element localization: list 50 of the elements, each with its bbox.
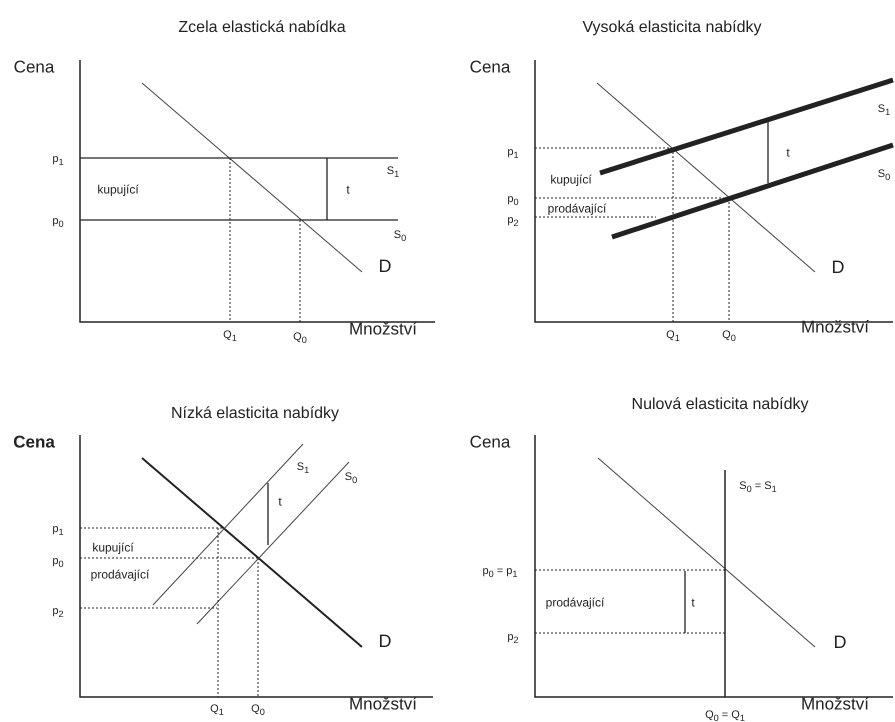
tick-label: p$_{0}$ bbox=[507, 192, 519, 208]
curve-label: D bbox=[832, 258, 844, 278]
tick-label: p$_{0}$ bbox=[52, 214, 64, 230]
curve-label: S$_{0}$ bbox=[878, 168, 890, 182]
curve-label: D bbox=[378, 257, 392, 277]
area-label: prodávající bbox=[548, 202, 606, 216]
axis-label: Množství bbox=[800, 696, 870, 714]
tick-label: p$_{1}$ bbox=[507, 146, 519, 160]
area-label: kupující bbox=[92, 541, 134, 555]
axis-label: Množství bbox=[800, 318, 870, 338]
area-label: kupující bbox=[550, 173, 592, 187]
tax-label: t bbox=[691, 596, 695, 610]
tick-label: p$_{1}$ bbox=[52, 152, 64, 168]
tick-label: Q$_{0}$ bbox=[293, 330, 307, 346]
area-label: prodávající bbox=[546, 596, 604, 610]
axis-label: Množství bbox=[348, 696, 418, 714]
curve-label: D bbox=[378, 632, 392, 652]
curve-label: S$_{0}$ = S$_{1}$ bbox=[739, 480, 777, 494]
chart-title: Zcela elastická nabídka bbox=[178, 19, 346, 37]
chart-title: Nulová elasticita nabídky bbox=[632, 396, 808, 414]
curve-label: D bbox=[834, 633, 846, 653]
tax-label: t bbox=[346, 183, 350, 197]
tick-label: Q$_{0}$ = Q$_{1}$ bbox=[705, 708, 745, 722]
area-label: prodávající bbox=[90, 568, 150, 582]
area-label: kupující bbox=[97, 183, 139, 197]
tick-label: Q$_{0}$ bbox=[251, 702, 265, 718]
tick-label: p$_{0}$ bbox=[52, 554, 64, 570]
tick-label: Q$_{1}$ bbox=[210, 702, 224, 718]
curve-label: S$_{0}$ bbox=[394, 228, 406, 244]
chart-title: Vysoká elasticita nabídky bbox=[582, 19, 762, 37]
axis-label: Cena bbox=[470, 58, 510, 78]
curve-label: S$_{1}$ bbox=[386, 164, 400, 180]
tick-label: Q$_{0}$ bbox=[722, 328, 736, 344]
tick-label: Q$_{1}$ bbox=[666, 328, 680, 344]
tick-label: p$_{2}$ bbox=[507, 214, 519, 228]
curve-label: S$_{1}$ bbox=[878, 102, 890, 118]
axis-label: Množství bbox=[348, 320, 418, 340]
tick-label: p$_{2}$ bbox=[507, 630, 519, 646]
tick-label: p$_{1}$ bbox=[52, 522, 64, 538]
tick-label: p$_{2}$ bbox=[52, 604, 64, 620]
tick-label: Q$_{1}$ bbox=[223, 328, 237, 344]
axis-label: Cena bbox=[470, 434, 510, 452]
curve-label: S$_{0}$ bbox=[344, 470, 358, 486]
tax-label: t bbox=[786, 146, 790, 160]
tick-label: p$_{0}$ = p$_{1}$ bbox=[482, 564, 518, 580]
curve-label: S$_{1}$ bbox=[296, 460, 310, 476]
axis-label: Cena bbox=[14, 58, 54, 78]
chart-title: Nízká elasticita nabídky bbox=[170, 405, 340, 423]
tax-label: t bbox=[278, 495, 282, 509]
axis-label: Cena bbox=[13, 434, 55, 452]
